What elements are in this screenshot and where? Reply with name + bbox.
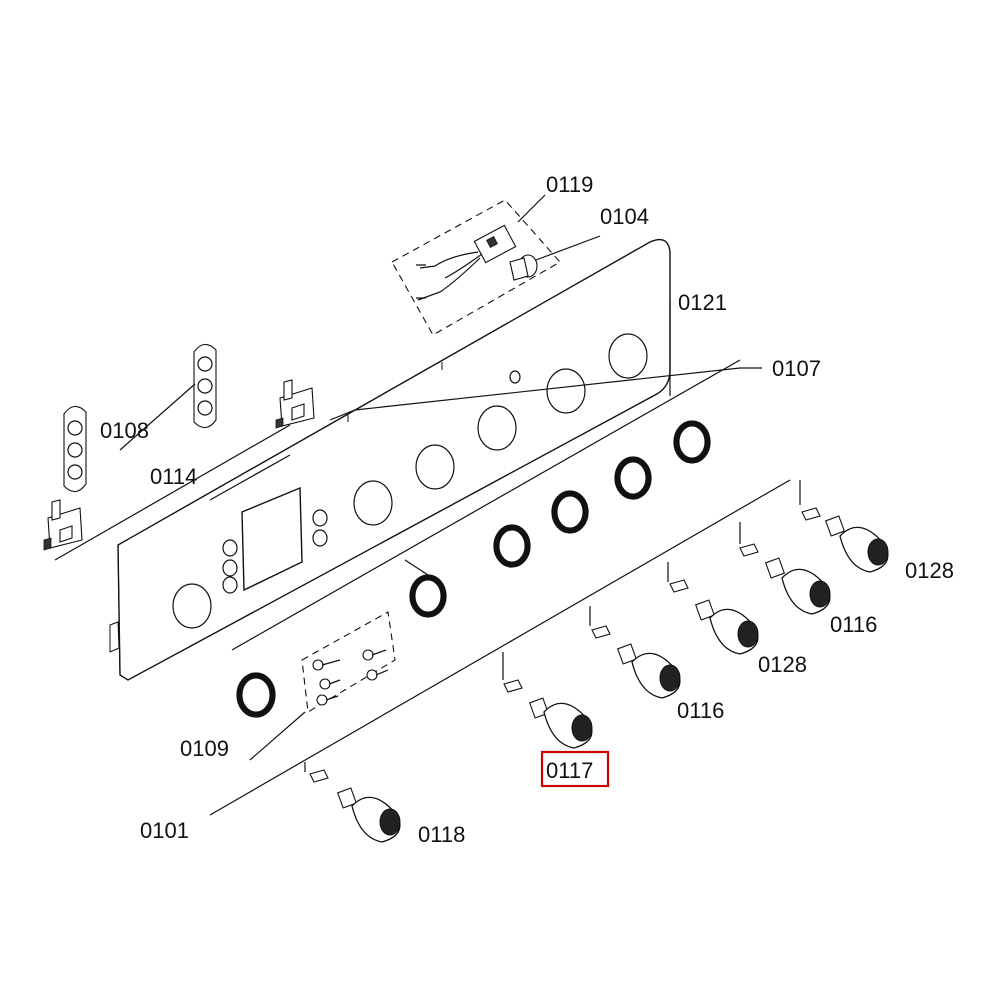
label-0117: 0117: [546, 758, 593, 783]
knob-0128-top: [801, 507, 889, 573]
label-0118: 0118: [418, 822, 465, 847]
light-holder-0108-b: [193, 343, 217, 429]
label-0128-top: 0128: [905, 558, 954, 583]
control-panel-0121: [109, 238, 671, 681]
bracket-0114-lower: [43, 499, 83, 551]
label-0109: 0109: [180, 736, 229, 761]
label-0108: 0108: [100, 418, 149, 443]
ring-0109: [236, 672, 276, 718]
rings-0107: [409, 420, 711, 618]
knob-0128-middle: [669, 579, 759, 655]
bracket-0114: [275, 379, 315, 429]
label-0116-right: 0116: [830, 612, 877, 637]
label-0116-middle: 0116: [677, 698, 724, 723]
label-0119: 0119: [546, 172, 593, 197]
leader-lines: [54, 194, 801, 816]
light-holder-0108-a: [63, 405, 87, 493]
label-0128-middle: 0128: [758, 652, 807, 677]
label-0101: 0101: [140, 818, 189, 843]
label-0114: 0114: [150, 464, 197, 489]
knob-0116-middle: [591, 625, 681, 699]
knob-0117: [503, 679, 593, 749]
switch-assembly-0119: [391, 199, 561, 336]
knob-0118: [309, 769, 401, 843]
screws-group: [301, 611, 396, 713]
label-0104: 0104: [600, 204, 649, 229]
highlight-box-0117: [540, 750, 610, 788]
knob-0116-right: [739, 543, 831, 615]
label-0107: 0107: [772, 356, 821, 381]
label-0121: 0121: [678, 290, 727, 315]
